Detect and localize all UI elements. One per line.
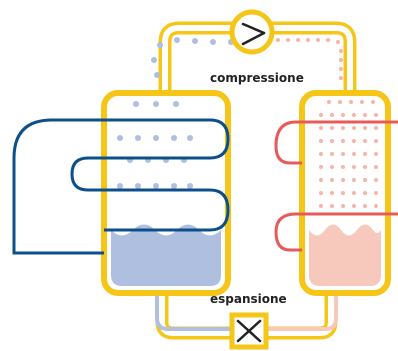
compression-label: compressione <box>210 71 304 85</box>
cold-vapor-dots <box>151 37 234 78</box>
hot-coil-lower <box>274 212 398 252</box>
hot-liquid-fill <box>309 224 381 286</box>
cold-liquid-fill <box>111 224 221 286</box>
hot-vapor-dots <box>276 38 343 80</box>
hot-liquid-line <box>268 282 338 331</box>
hot-coil-upper <box>274 120 398 165</box>
evaporator-tank <box>101 90 231 296</box>
expansion-valve-x-icon <box>229 312 269 350</box>
expansion-label: espansione <box>210 292 287 306</box>
compressor-valve-icon <box>229 9 275 55</box>
hot-vapor-dots-tank <box>319 100 378 208</box>
cold-coil <box>12 118 230 255</box>
cold-liquid-line <box>155 280 236 331</box>
condenser-tank <box>299 90 391 296</box>
